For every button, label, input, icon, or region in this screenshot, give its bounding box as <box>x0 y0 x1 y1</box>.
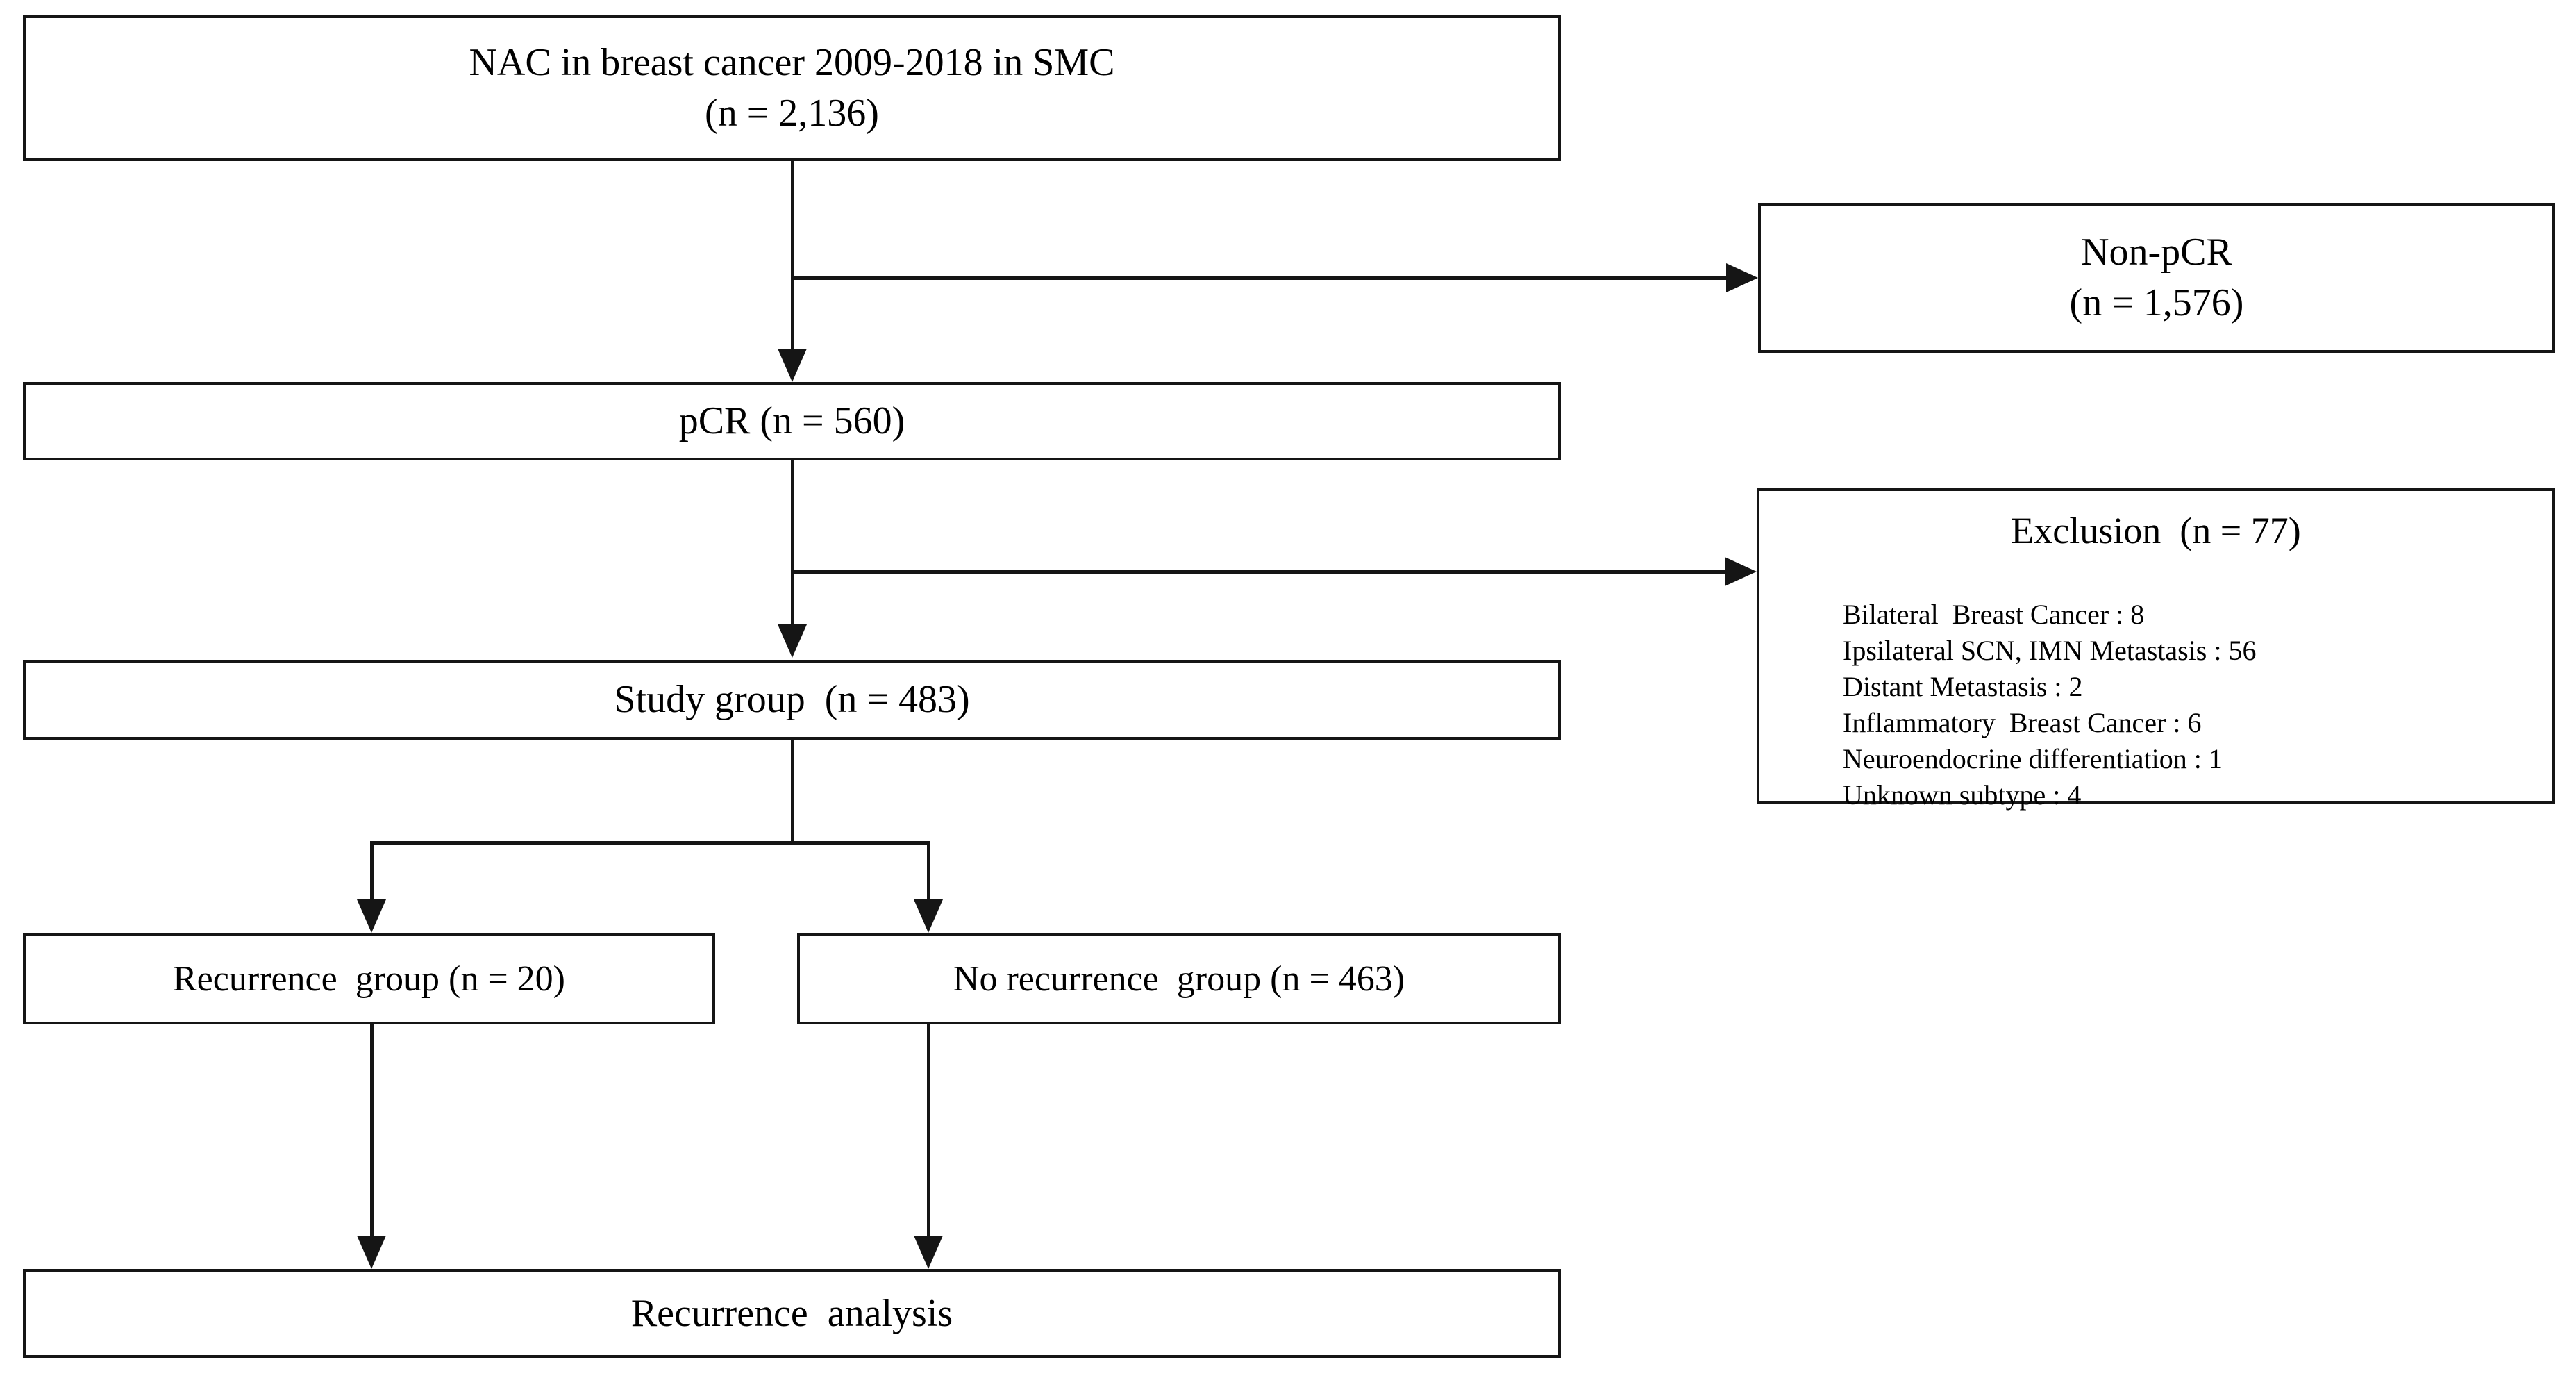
arrowhead-source-to-pcr <box>778 349 807 382</box>
connector-study-group-to-split <box>791 740 794 844</box>
exclusion-title: Exclusion (n = 77) <box>2011 510 2301 551</box>
arrowhead-recurrence-group-to-analysis <box>357 1236 386 1269</box>
exclusion-item-bilateral-breast-cancer: Bilateral Breast Cancer : 8 <box>1843 599 2145 631</box>
connector-split-to-no-recurrence-group <box>927 841 930 901</box>
connector-recurrence-group-to-analysis <box>370 1024 374 1237</box>
node-source-line-2: (n = 2,136) <box>705 92 879 135</box>
node-no-recurrence-group: No recurrence group (n = 463) <box>797 933 1561 1024</box>
arrowhead-split-to-recurrence-group <box>357 899 386 933</box>
node-pcr: pCR (n = 560) <box>23 382 1561 460</box>
node-source-cohort: NAC in breast cancer 2009-2018 in SMC (n… <box>23 15 1561 161</box>
arrowhead-split-to-no-recurrence-group <box>914 899 943 933</box>
arrowhead-pcr-to-study-group <box>778 624 807 658</box>
exclusion-item-ipsilateral-scn-imn-metastasis: Ipsilateral SCN, IMN Metastasis : 56 <box>1843 635 2257 667</box>
connector-trunk-to-non-pcr <box>791 276 1726 280</box>
node-no-recurrence-group-line-1: No recurrence group (n = 463) <box>953 958 1405 999</box>
exclusion-reason-list: Bilateral Breast Cancer : 8 Ipsilateral … <box>1759 597 2552 813</box>
node-pcr-line-1: pCR (n = 560) <box>678 399 905 443</box>
arrowhead-no-recurrence-group-to-analysis <box>914 1236 943 1269</box>
exclusion-item-distant-metastasis: Distant Metastasis : 2 <box>1843 671 2083 703</box>
connector-no-recurrence-group-to-analysis <box>927 1024 930 1237</box>
exclusion-item-unknown-subtype: Unknown subtype : 4 <box>1843 779 2082 811</box>
node-study-group-line-1: Study group (n = 483) <box>614 678 970 722</box>
connector-pcr-to-study-group <box>791 460 794 626</box>
connector-source-to-pcr <box>791 161 794 350</box>
exclusion-item-inflammatory-breast-cancer: Inflammatory Breast Cancer : 6 <box>1843 707 2202 739</box>
exclusion-item-neuroendocrine-differentiation: Neuroendocrine differentiation : 1 <box>1843 743 2223 775</box>
node-recurrence-group-line-1: Recurrence group (n = 20) <box>173 958 565 999</box>
node-study-group: Study group (n = 483) <box>23 660 1561 740</box>
node-recurrence-analysis: Recurrence analysis <box>23 1269 1561 1358</box>
node-exclusion: Exclusion (n = 77) Bilateral Breast Canc… <box>1757 488 2555 811</box>
node-source-line-1: NAC in breast cancer 2009-2018 in SMC <box>469 41 1115 85</box>
node-recurrence-group: Recurrence group (n = 20) <box>23 933 715 1024</box>
node-recurrence-analysis-line-1: Recurrence analysis <box>630 1291 953 1335</box>
connector-split-bar <box>371 841 930 845</box>
node-non-pcr-line-2: (n = 1,576) <box>2069 281 2244 324</box>
arrowhead-trunk-to-exclusion <box>1725 557 1757 586</box>
connector-trunk-to-exclusion <box>791 570 1725 574</box>
arrowhead-trunk-to-non-pcr <box>1726 263 1758 292</box>
node-non-pcr-line-1: Non-pCR <box>2081 231 2232 274</box>
connector-split-to-recurrence-group <box>370 841 374 901</box>
node-non-pcr: Non-pCR (n = 1,576) <box>1758 203 2555 353</box>
